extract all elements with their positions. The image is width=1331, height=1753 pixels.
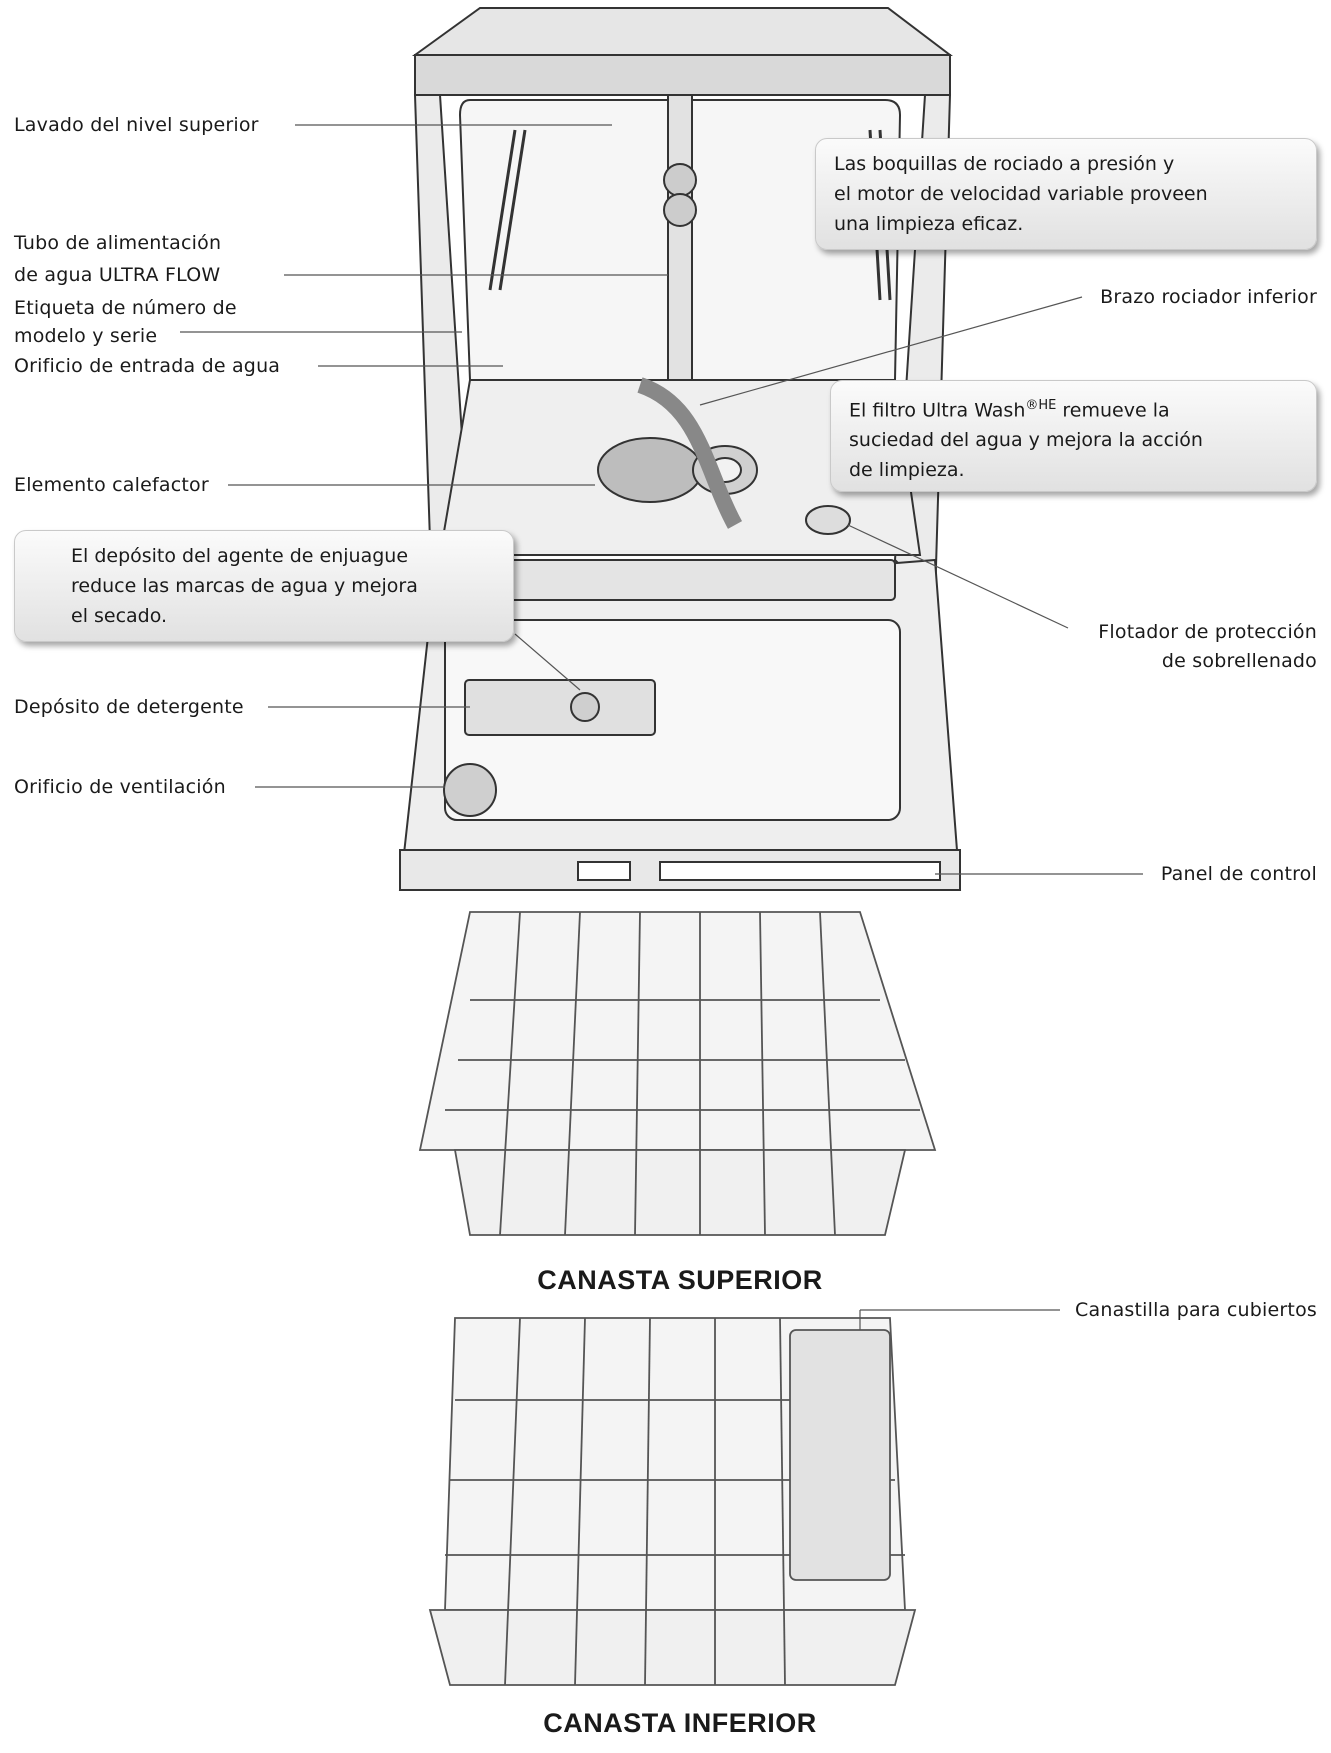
callout-filter-line2: suciedad del agua y mejora la acción <box>849 429 1203 452</box>
ultra-flow-tube <box>667 94 693 406</box>
callout-rinse-aid-line1: El depósito del agente de enjuague <box>71 545 409 567</box>
callout-nozzles-line1: Las boquillas de rociado a presión y <box>834 153 1175 175</box>
detergent-cup <box>464 679 656 736</box>
label-lower-spray-arm: Brazo rociador inferior <box>1100 286 1317 308</box>
leader-lines <box>180 124 1143 1330</box>
upper-rack <box>418 911 937 1236</box>
callout-filter-line1a: El filtro Ultra Wash <box>849 399 1026 422</box>
label-silverware-basket: Canastilla para cubiertos <box>1075 1299 1317 1321</box>
vent-grille <box>443 763 497 817</box>
label-control-panel: Panel de control <box>1160 863 1317 885</box>
filter-screen <box>597 437 703 503</box>
label-overfill-float-line1: Flotador de protección <box>1098 621 1317 643</box>
label-heating-element: Elemento calefactor <box>14 474 209 496</box>
rinse-aid-lid <box>464 559 896 601</box>
callout-rinse-aid: El depósito del agente de enjuague reduc… <box>14 530 514 642</box>
caption-upper-rack: CANASTA SUPERIOR <box>537 1265 823 1295</box>
door-inner-panel <box>444 619 901 821</box>
label-model-line1: Etiqueta de número de <box>14 297 237 319</box>
label-water-inlet: Orificio de entrada de agua <box>14 355 281 377</box>
callout-filter: El filtro Ultra Wash®HE remueve la sucie… <box>830 380 1317 492</box>
left-rack-rail <box>488 129 527 291</box>
overfill-float <box>805 505 851 535</box>
callout-filter-line1b: remueve la <box>1056 399 1170 422</box>
lower-spray-arm <box>637 377 743 529</box>
label-detergent-dispenser: Depósito de detergente <box>14 696 244 718</box>
callout-nozzles-line2: el motor de velocidad variable proveen <box>834 183 1208 205</box>
callout-rinse-aid-line3: el secado. <box>71 605 168 627</box>
callout-rinse-aid-line2: reduce las marcas de agua y mejora <box>71 575 418 597</box>
label-feed-tube-line2: de agua ULTRA FLOW <box>14 264 221 286</box>
label-vent: Orificio de ventilación <box>14 776 226 798</box>
callout-nozzles: Las boquillas de rociado a presión y el … <box>815 138 1317 250</box>
label-upper-wash: Lavado del nivel superior <box>14 114 259 136</box>
callout-filter-trademark: ®HE <box>1025 398 1057 413</box>
label-feed-tube-line1: Tubo de alimentación <box>14 232 222 254</box>
silverware-basket <box>789 1329 891 1581</box>
callout-nozzles-line3: una limpieza eficaz. <box>834 213 1024 235</box>
cabinet-top <box>411 7 953 56</box>
caption-lower-rack: CANASTA INFERIOR <box>543 1708 817 1738</box>
callout-filter-line3: de limpieza. <box>849 459 965 482</box>
label-overfill-float-line2: de sobrellenado <box>1161 650 1317 672</box>
lower-rack <box>428 1317 917 1686</box>
label-model-line2: modelo y serie <box>14 325 158 347</box>
cabinet-frame <box>414 54 951 96</box>
